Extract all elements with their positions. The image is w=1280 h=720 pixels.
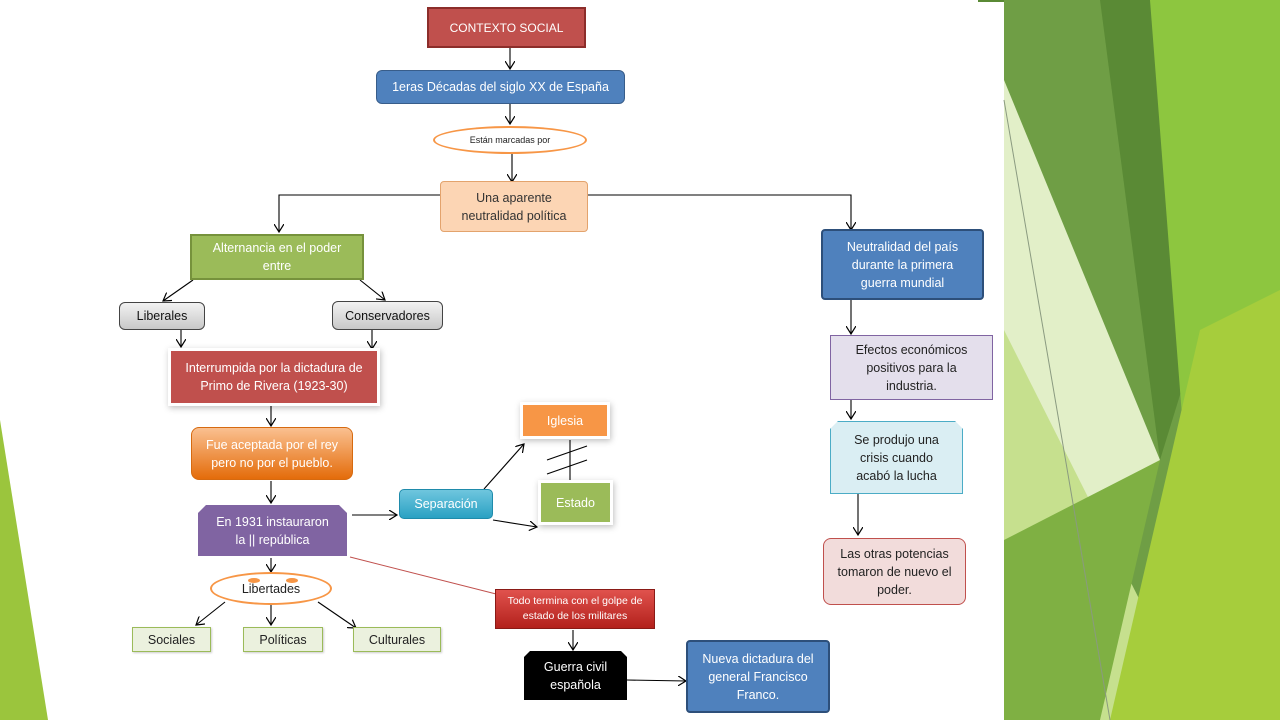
guerra-node: Guerra civil española — [524, 651, 627, 700]
iglesia-node: Iglesia — [523, 405, 607, 436]
neutralidad-node: Una aparente neutralidad política — [440, 181, 588, 232]
title-node: CONTEXTO SOCIAL — [427, 7, 586, 48]
nueva-dictadura-node: Nueva dictadura del general Francisco Fr… — [686, 640, 830, 713]
golpe-node: Todo termina con el golpe de estado de l… — [495, 589, 655, 629]
sociales-node: Sociales — [132, 627, 211, 652]
alternancia-node: Alternancia en el poder entre — [190, 234, 364, 280]
right-panel-thin-line — [1003, 99, 1111, 720]
estado-node: Estado — [541, 483, 610, 522]
left-green-shard — [0, 420, 48, 720]
liberales-node: Liberales — [119, 302, 205, 330]
libertades-dot-left — [248, 578, 260, 583]
neutralidad-pais-node: Neutralidad del país durante la primera … — [821, 229, 984, 300]
right-panel-shadow-shard — [1004, 460, 1160, 720]
libertades-oval: Libertades — [210, 572, 332, 605]
libertades-dot-right — [286, 578, 298, 583]
right-panel-lime-shard — [1110, 290, 1280, 720]
potencias-node: Las otras potencias tomaron de nuevo el … — [823, 538, 966, 605]
right-panel-top-tab — [978, 0, 1004, 2]
politicas-node: Políticas — [243, 627, 323, 652]
decadas-node: 1eras Décadas del siglo XX de España — [376, 70, 625, 104]
republica-node: En 1931 instauraron la || república — [198, 505, 347, 556]
culturales-node: Culturales — [353, 627, 441, 652]
separacion-node: Separación — [399, 489, 493, 519]
aceptada-node: Fue aceptada por el rey pero no por el p… — [191, 427, 353, 480]
interrumpida-node: Interrumpida por la dictadura de Primo d… — [171, 351, 377, 403]
marcadas-oval: Están marcadas por — [433, 126, 587, 154]
efectos-node: Efectos económicos positivos para la ind… — [830, 335, 993, 400]
crisis-node: Se produjo una crisis cuando acabó la lu… — [830, 421, 963, 494]
conservadores-node: Conservadores — [332, 301, 443, 330]
